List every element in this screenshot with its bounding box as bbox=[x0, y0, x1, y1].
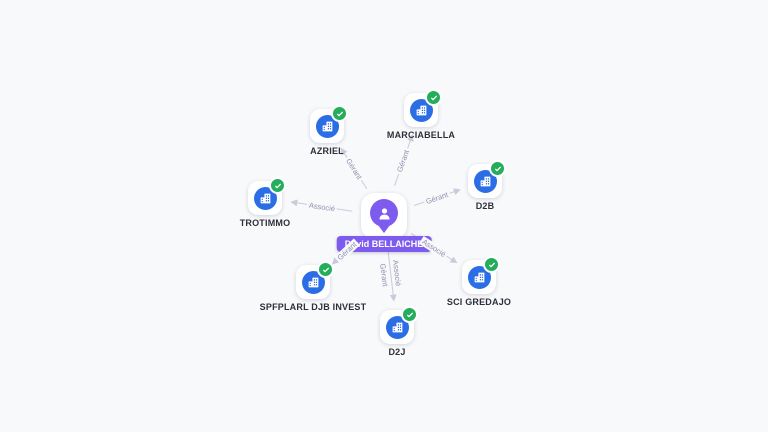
building-icon bbox=[301, 270, 325, 294]
company-tile bbox=[404, 89, 442, 127]
company-tile bbox=[468, 160, 506, 198]
company-tile bbox=[296, 261, 334, 299]
company-label: TROTIMMO bbox=[239, 218, 291, 228]
company-tile bbox=[248, 177, 286, 215]
building-icon bbox=[315, 114, 339, 138]
check-icon bbox=[489, 160, 506, 177]
building-icon bbox=[253, 186, 277, 210]
building-icon bbox=[467, 265, 491, 289]
company-tile bbox=[310, 105, 348, 143]
person-label: David BELLAICHE bbox=[336, 236, 432, 252]
check-icon bbox=[483, 256, 500, 273]
edge-to-d2j bbox=[387, 247, 397, 302]
building-icon bbox=[409, 98, 433, 122]
person-icon bbox=[370, 199, 398, 233]
company-tile bbox=[462, 256, 500, 294]
check-icon bbox=[401, 306, 418, 323]
check-icon bbox=[317, 261, 334, 278]
company-label: SPFPLARL DJB INVEST bbox=[259, 302, 367, 312]
company-label: D2J bbox=[388, 347, 406, 357]
check-icon bbox=[269, 177, 286, 194]
person-tile bbox=[361, 193, 407, 239]
building-icon bbox=[473, 169, 497, 193]
company-label: SCI GREDAJO bbox=[446, 297, 512, 307]
company-label: MARCIABELLA bbox=[386, 130, 456, 140]
building-icon bbox=[385, 315, 409, 339]
company-label: D2B bbox=[475, 201, 495, 211]
check-icon bbox=[425, 89, 442, 106]
check-icon bbox=[331, 105, 348, 122]
company-label: AZRIEL bbox=[310, 146, 344, 156]
company-tile bbox=[380, 306, 418, 344]
